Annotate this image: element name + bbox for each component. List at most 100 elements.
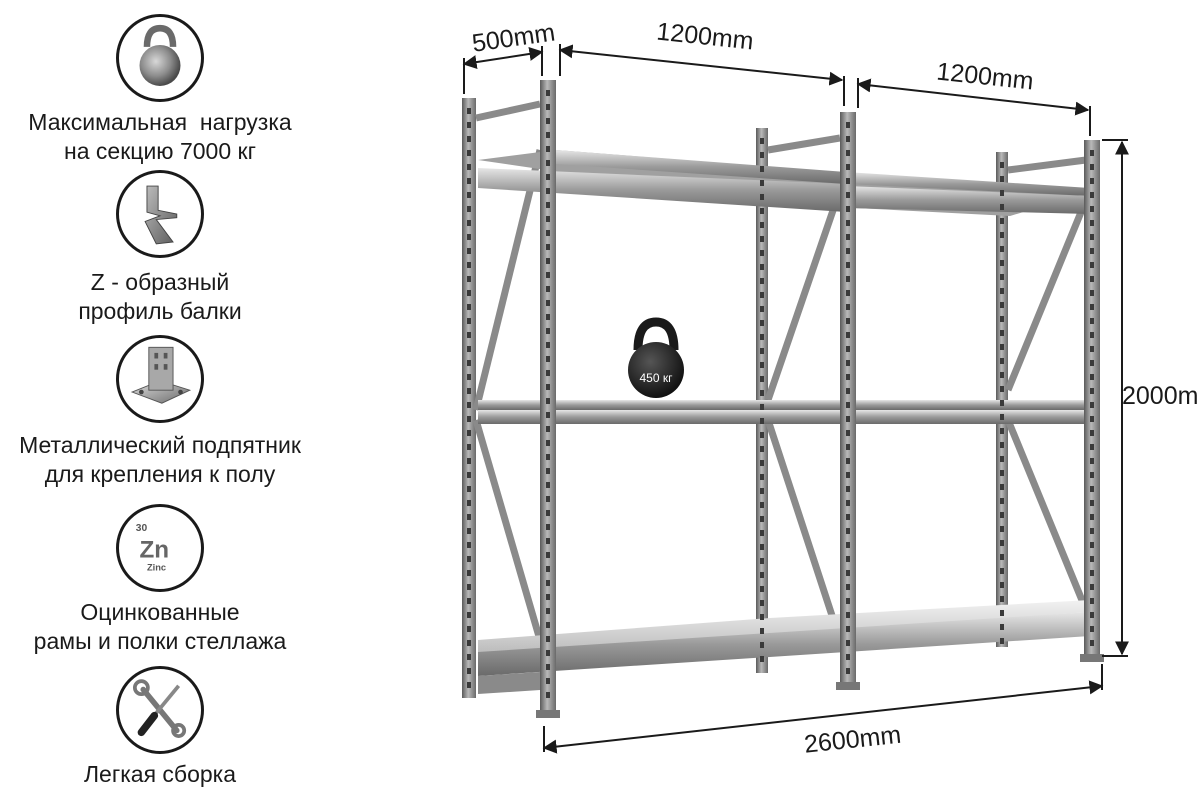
perforation-hole — [1090, 178, 1094, 184]
perforation-hole — [760, 222, 764, 228]
perforation-hole — [546, 314, 550, 320]
perforation-hole — [467, 570, 471, 576]
perforation-hole — [1000, 484, 1004, 490]
perforation-hole — [467, 332, 471, 338]
perforation-hole — [546, 188, 550, 194]
perforation-hole — [1000, 260, 1004, 266]
perforation-hole — [546, 482, 550, 488]
perforation-hole — [1000, 526, 1004, 532]
perforation-hole — [1090, 556, 1094, 562]
perforation-hole — [1090, 626, 1094, 632]
perforation-hole — [1090, 612, 1094, 618]
perforation-hole — [546, 398, 550, 404]
perforation-hole — [546, 608, 550, 614]
perforation-hole — [467, 346, 471, 352]
perforation-hole — [546, 160, 550, 166]
perforation-hole — [546, 468, 550, 474]
perforation-hole — [760, 530, 764, 536]
perforation-hole — [846, 640, 850, 646]
perforation-hole — [1000, 232, 1004, 238]
perforation-hole — [546, 104, 550, 110]
perforation-hole — [546, 342, 550, 348]
perforation-hole — [846, 388, 850, 394]
perforation-hole — [546, 412, 550, 418]
perforation-hole — [760, 404, 764, 410]
perforation-hole — [467, 178, 471, 184]
z-profile-icon — [116, 170, 204, 258]
perforation-hole — [1000, 288, 1004, 294]
perforation-hole — [467, 262, 471, 268]
perforation-hole — [467, 234, 471, 240]
zinc-icon: 30 Zn Zinc — [116, 504, 204, 592]
perforation-hole — [760, 250, 764, 256]
perforation-hole — [1000, 512, 1004, 518]
feature-caption: Легкая сборка — [83, 761, 237, 787]
perforation-hole — [467, 598, 471, 604]
perforation-hole — [1090, 640, 1094, 646]
perforation-hole — [846, 192, 850, 198]
perforation-hole — [1090, 332, 1094, 338]
perforation-hole — [467, 276, 471, 282]
perforation-hole — [846, 584, 850, 590]
perforation-hole — [846, 486, 850, 492]
perforation-hole — [760, 572, 764, 578]
perforation-hole — [546, 244, 550, 250]
feature-z-profile: Z - образный профиль балки — [0, 170, 320, 340]
perforation-hole — [846, 290, 850, 296]
kettlebell-load: 450 кг — [628, 317, 684, 398]
perforation-hole — [1000, 302, 1004, 308]
perforation-hole — [467, 486, 471, 492]
dim-height: 2000mm — [1122, 382, 1200, 410]
perforation-hole — [1000, 274, 1004, 280]
perforation-hole — [1000, 610, 1004, 616]
middle-shelf — [478, 400, 1090, 424]
perforation-hole — [846, 444, 850, 450]
rack-illustration: 450 кг 500mm 1200mm 1200mm 2000mm 2600mm — [462, 17, 1200, 759]
perforation-hole — [760, 614, 764, 620]
perforation-hole — [467, 584, 471, 590]
perforation-hole — [546, 496, 550, 502]
perforation-hole — [1090, 514, 1094, 520]
perforation-hole — [546, 510, 550, 516]
perforation-hole — [546, 174, 550, 180]
perforation-hole — [846, 612, 850, 618]
perforation-hole — [846, 206, 850, 212]
perforation-hole — [1090, 248, 1094, 254]
perforation-hole — [546, 552, 550, 558]
perforation-hole — [760, 152, 764, 158]
perforation-hole — [846, 542, 850, 548]
perforation-hole — [1090, 472, 1094, 478]
perforation-hole — [467, 374, 471, 380]
perforation-hole — [467, 542, 471, 548]
perforation-hole — [1000, 498, 1004, 504]
perforation-hole — [1000, 246, 1004, 252]
dim-section-left: 1200mm — [655, 17, 755, 55]
perforation-hole — [546, 594, 550, 600]
feature-caption: Максимальная нагрузка на секцию 7000 кг — [28, 109, 292, 164]
post-perforations — [467, 90, 1094, 698]
perforation-hole — [546, 622, 550, 628]
perforation-hole — [546, 272, 550, 278]
perforation-hole — [1000, 638, 1004, 644]
perforation-hole — [1000, 344, 1004, 350]
perforation-hole — [760, 334, 764, 340]
perforation-hole — [1090, 598, 1094, 604]
perforation-hole — [1090, 318, 1094, 324]
perforation-hole — [760, 138, 764, 144]
perforation-hole — [1090, 234, 1094, 240]
back-posts — [462, 98, 1008, 698]
perforation-hole — [546, 384, 550, 390]
feature-zinc: 30 Zn Zinc Оцинкованные рамы и полки сте… — [0, 500, 320, 670]
perforation-hole — [1000, 176, 1004, 182]
perforation-hole — [846, 164, 850, 170]
front-posts — [536, 80, 1104, 718]
perforation-hole — [467, 206, 471, 212]
perforation-hole — [1090, 388, 1094, 394]
perforation-hole — [467, 290, 471, 296]
perforation-hole — [846, 178, 850, 184]
perforation-hole — [467, 122, 471, 128]
perforation-hole — [467, 682, 471, 688]
perforation-hole — [846, 556, 850, 562]
perforation-hole — [846, 332, 850, 338]
perforation-hole — [467, 150, 471, 156]
